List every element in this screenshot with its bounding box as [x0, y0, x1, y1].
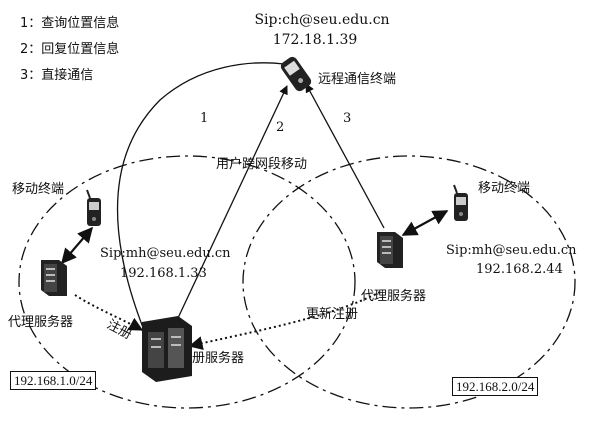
right-ip-label: 192.168.2.44: [476, 262, 563, 277]
remote-sip-label: Sip:ch@seu.edu.cn: [254, 12, 389, 28]
legend-item-2: 2：回复位置信息: [20, 42, 120, 57]
right-terminal-proxy-link: [401, 210, 449, 236]
left-terminal-proxy-link: [60, 226, 94, 265]
update-register-link: [188, 291, 381, 350]
left-subnet-box: 192.168.1.0/24: [10, 371, 97, 390]
register-link: [74, 294, 144, 331]
right-subnet-box: 192.168.2.0/24: [452, 377, 539, 396]
register-label: 注册: [104, 317, 134, 342]
path-number-1: 1: [200, 111, 208, 126]
right-terminal-label: 移动终端: [478, 180, 530, 196]
roaming-label: 用户跨网段移动: [216, 156, 307, 172]
legend-item-3: 3：直接通信: [20, 68, 94, 83]
remote-terminal-label: 远程通信终端: [318, 71, 396, 87]
left-network-area: [18, 155, 356, 409]
registrar-label: 册服务器: [192, 350, 244, 366]
right-network-area: [242, 155, 576, 409]
registrar-server-icon: [142, 316, 192, 382]
left-ip-label: 192.168.1.33: [120, 266, 207, 281]
right-proxy-label: 代理服务器: [361, 288, 426, 304]
left-terminal-label: 移动终端: [12, 181, 64, 197]
path-number-3: 3: [343, 111, 351, 126]
right-mobile-phone-icon: [453, 184, 468, 221]
path-3-direct-communication: [305, 83, 385, 229]
right-proxy-server-icon: [377, 232, 403, 268]
remote-phone-icon: [280, 56, 312, 92]
left-proxy-label: 代理服务器: [8, 314, 73, 330]
path-1-query-location: [116, 62, 285, 346]
left-mobile-phone-icon: [86, 189, 101, 226]
update-register-label: 更新注册: [306, 306, 358, 322]
path-number-2: 2: [276, 120, 284, 135]
left-sip-label: Sip:mh@seu.edu.cn: [100, 246, 231, 261]
path-2-reply-location: [169, 85, 288, 336]
right-sip-label: Sip:mh@seu.edu.cn: [446, 243, 577, 258]
legend-item-1: 1：查询位置信息: [20, 16, 120, 31]
left-proxy-server-icon: [41, 260, 67, 296]
remote-ip-label: 172.18.1.39: [273, 32, 358, 48]
